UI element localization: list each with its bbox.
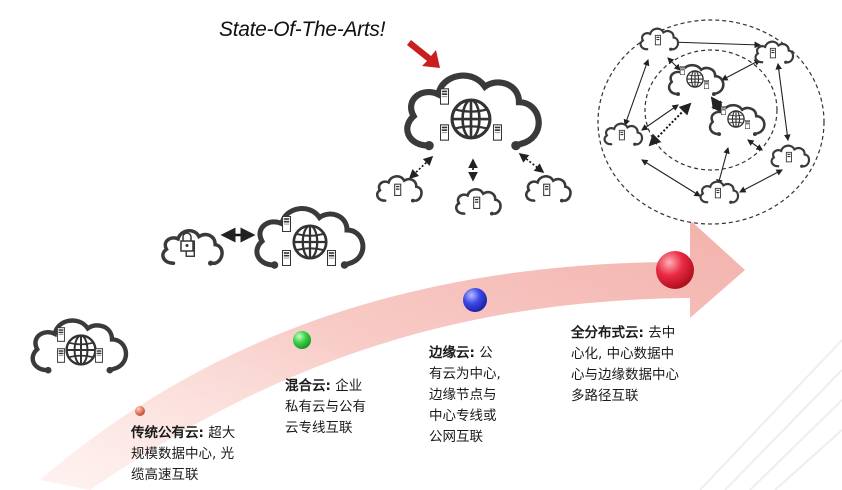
stage-1-title: 传统公有云: xyxy=(131,425,204,441)
stage-4-line: 心与边缘数据中心 xyxy=(571,367,679,383)
public-cloud-icon xyxy=(33,321,126,374)
stage-1-text: 传统公有云: 超大 规模数据中心, 光 缆高速互联 xyxy=(131,423,251,486)
edge-center-cloud-icon xyxy=(407,76,538,151)
stage-2-line: 私有云与公有 xyxy=(285,399,366,415)
stage-4-line: 心化, 中心数据中 xyxy=(571,346,675,362)
edge-links xyxy=(408,153,545,182)
stage-1-line: 规模数据中心, 光 xyxy=(131,446,235,462)
stage-3-title: 边缘云: xyxy=(429,345,475,361)
stage-4-line: 去中 xyxy=(648,325,676,341)
stage-3-line: 公 xyxy=(479,345,493,361)
stage-dot-3 xyxy=(463,288,487,312)
stage-4-title: 全分布式云: xyxy=(571,325,644,341)
distributed-cloud-network xyxy=(597,19,825,225)
stage-3-line: 中心专线或 xyxy=(429,408,497,424)
stage-3-line: 公网互联 xyxy=(429,429,483,445)
private-cloud-icon xyxy=(161,228,224,268)
stage-3-text: 边缘云: 公 有云为中心, 边缘节点与 中心专线或 公网互联 xyxy=(429,343,524,448)
stage-4-text: 全分布式云: 去中 心化, 中心数据中 心与边缘数据中心 多路径互联 xyxy=(571,323,711,407)
stage-dot-4 xyxy=(656,251,694,289)
stage-2-line: 企业 xyxy=(335,378,363,394)
stage-2-title: 混合云: xyxy=(285,378,331,394)
stage-1-line: 缆高速互联 xyxy=(131,467,199,483)
decor-stripes xyxy=(699,339,842,490)
stage-dot-1 xyxy=(135,406,145,416)
headline: State-Of-The-Arts! xyxy=(219,18,386,41)
hybrid-public-cloud-icon xyxy=(257,209,363,269)
pointer-arrow xyxy=(407,40,440,68)
stage-1-line: 超大 xyxy=(208,425,236,441)
stage-4-line: 多路径互联 xyxy=(571,388,639,404)
growth-arrow xyxy=(40,220,745,490)
stage-2-text: 混合云: 企业 私有云与公有 云专线互联 xyxy=(285,376,395,439)
edge-node-clouds xyxy=(375,174,572,217)
stage-3-line: 有云为中心, xyxy=(429,366,501,382)
stage-dot-2 xyxy=(293,331,311,349)
stage-3-line: 边缘节点与 xyxy=(429,387,497,403)
stage-2-line: 云专线互联 xyxy=(285,420,353,436)
